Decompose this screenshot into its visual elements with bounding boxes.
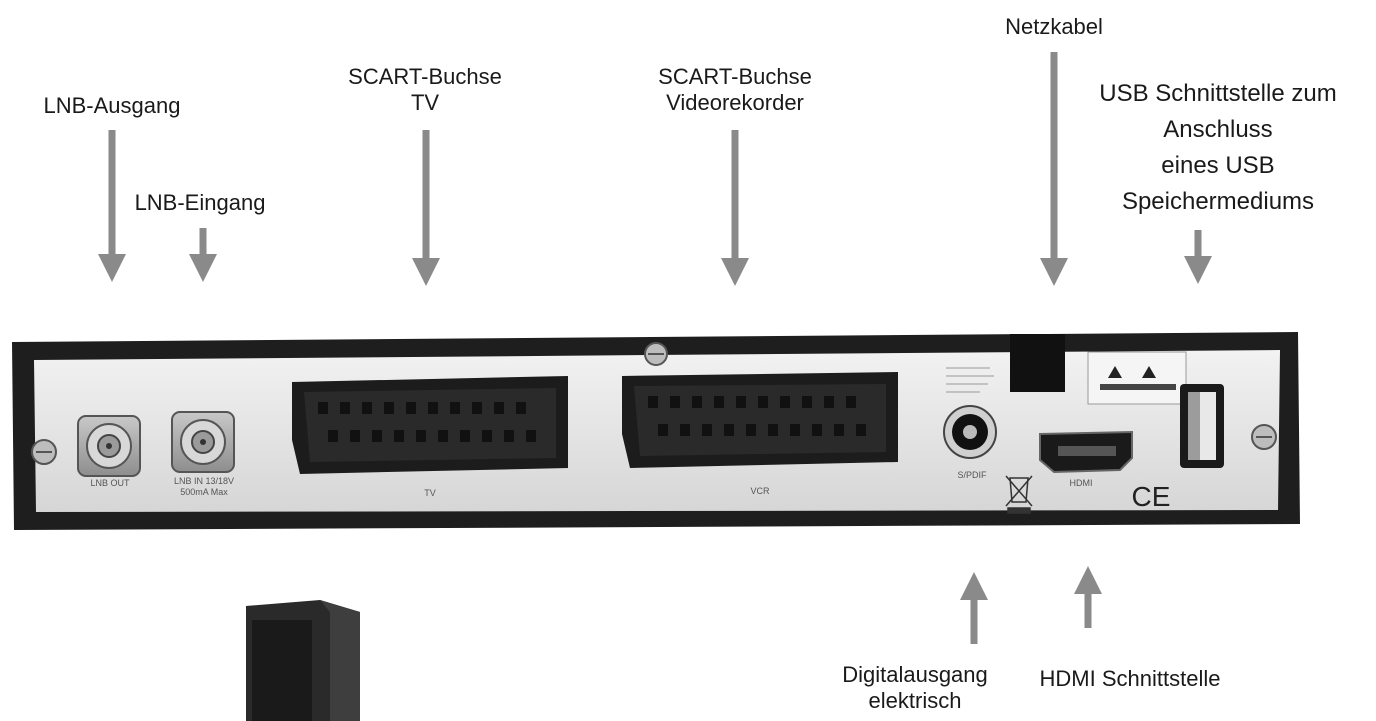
label-hdmi: HDMI Schnittstelle [1039,666,1221,691]
marking-lnb-in: LNB IN 13/18V 500mA Max [173,476,235,497]
marking-vcr: VCR [750,486,770,496]
label-digital: Digitalausgang elektrisch [842,662,988,714]
weee-symbol [1005,475,1033,514]
hdmi-port [1039,430,1133,474]
marking-tv: TV [424,488,436,498]
label-lnb-out: LNB-Ausgang [43,93,181,118]
label-usb: USB Schnittstelle zum Anschluss eines US… [1099,80,1337,215]
scart-vcr-port [622,372,898,468]
marking-ce: CE [1131,481,1171,512]
marking-hdmi: HDMI [1069,478,1093,488]
lnb-in-connector [171,411,235,473]
screw-right [1251,424,1277,450]
label-scart-tv: SCART-Buchse TV [348,64,502,116]
marking-lnb-out: LNB OUT [90,478,130,488]
screw-top [644,342,668,366]
marking-spdif: S/PDIF [957,470,987,480]
usb-port [1180,384,1224,468]
spdif-port [943,405,997,459]
label-netz: Netzkabel [1005,14,1103,39]
arrows [98,52,1212,644]
label-scart-vcr: SCART-Buchse Videorekorder [658,64,812,116]
lnb-out-connector [77,415,141,477]
scart-tv-port [292,376,568,474]
receiver-front-view [246,600,360,721]
screw-left [31,439,57,465]
label-lnb-in: LNB-Eingang [134,190,266,215]
